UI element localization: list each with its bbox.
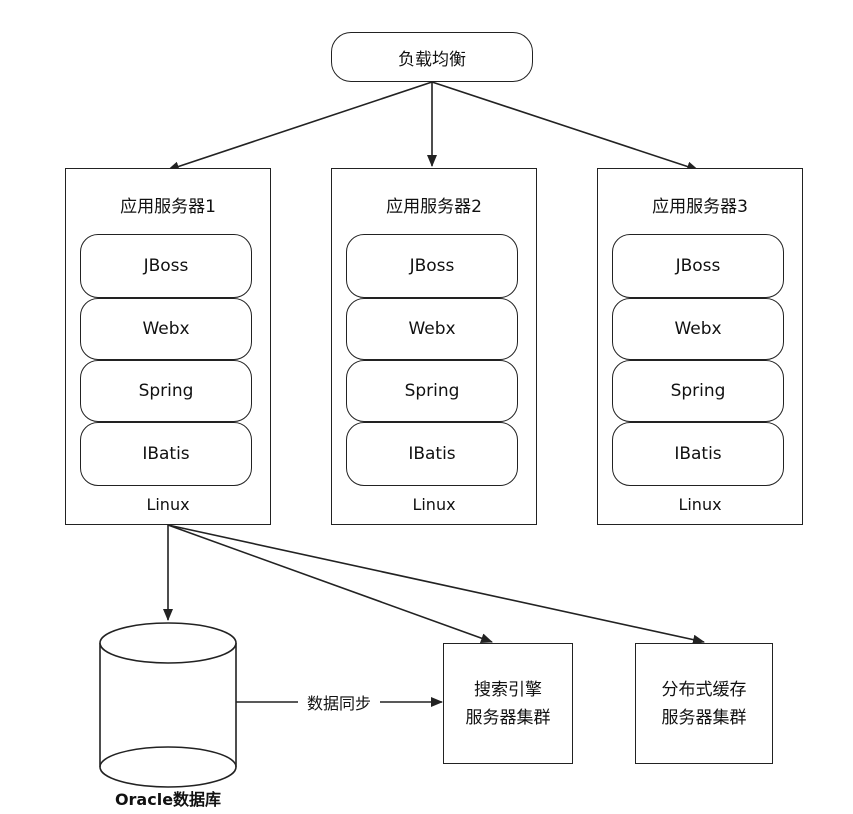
search-cluster-line2: 服务器集群 [465, 707, 551, 728]
database-cylinder [99, 622, 237, 788]
server-os-label: Linux [412, 495, 456, 514]
arrow-lb-server1 [167, 81, 433, 172]
cache-cluster: 分布式缓存 服务器集群 [635, 643, 773, 764]
cache-cluster-line1: 分布式缓存 [661, 679, 747, 700]
layer-webx: Webx [612, 298, 784, 360]
layer-jboss: JBoss [80, 234, 252, 298]
database-label: Oracle数据库 [114, 790, 222, 809]
cache-cluster-line2: 服务器集群 [661, 707, 747, 728]
layer-spring: Spring [80, 360, 252, 422]
arrow-lb-server3 [431, 81, 699, 172]
layer-jboss: JBoss [612, 234, 784, 298]
app-server-3: 应用服务器3 JBoss Webx Spring IBatis Linux [597, 168, 803, 525]
layer-ibatis: IBatis [612, 422, 784, 486]
search-cluster-line1: 搜索引擎 [474, 679, 542, 700]
layer-jboss: JBoss [346, 234, 518, 298]
search-engine-cluster: 搜索引擎 服务器集群 [443, 643, 573, 764]
arrow-server1-cache [167, 524, 705, 645]
arrow-server1-search [167, 524, 493, 643]
server-os-label: Linux [146, 495, 190, 514]
app-server-2: 应用服务器2 JBoss Webx Spring IBatis Linux [331, 168, 537, 525]
data-sync-label: 数据同步 [306, 694, 371, 713]
server-title: 应用服务器3 [652, 197, 748, 217]
server-os-label: Linux [678, 495, 722, 514]
layer-webx: Webx [80, 298, 252, 360]
load-balancer-label: 负载均衡 [398, 49, 466, 70]
layer-ibatis: IBatis [346, 422, 518, 486]
server-title: 应用服务器1 [120, 197, 216, 217]
layer-ibatis: IBatis [80, 422, 252, 486]
layer-spring: Spring [346, 360, 518, 422]
load-balancer-node: 负载均衡 [331, 32, 533, 82]
app-server-1: 应用服务器1 JBoss Webx Spring IBatis Linux [65, 168, 271, 525]
layer-webx: Webx [346, 298, 518, 360]
server-title: 应用服务器2 [386, 197, 482, 217]
layer-spring: Spring [612, 360, 784, 422]
